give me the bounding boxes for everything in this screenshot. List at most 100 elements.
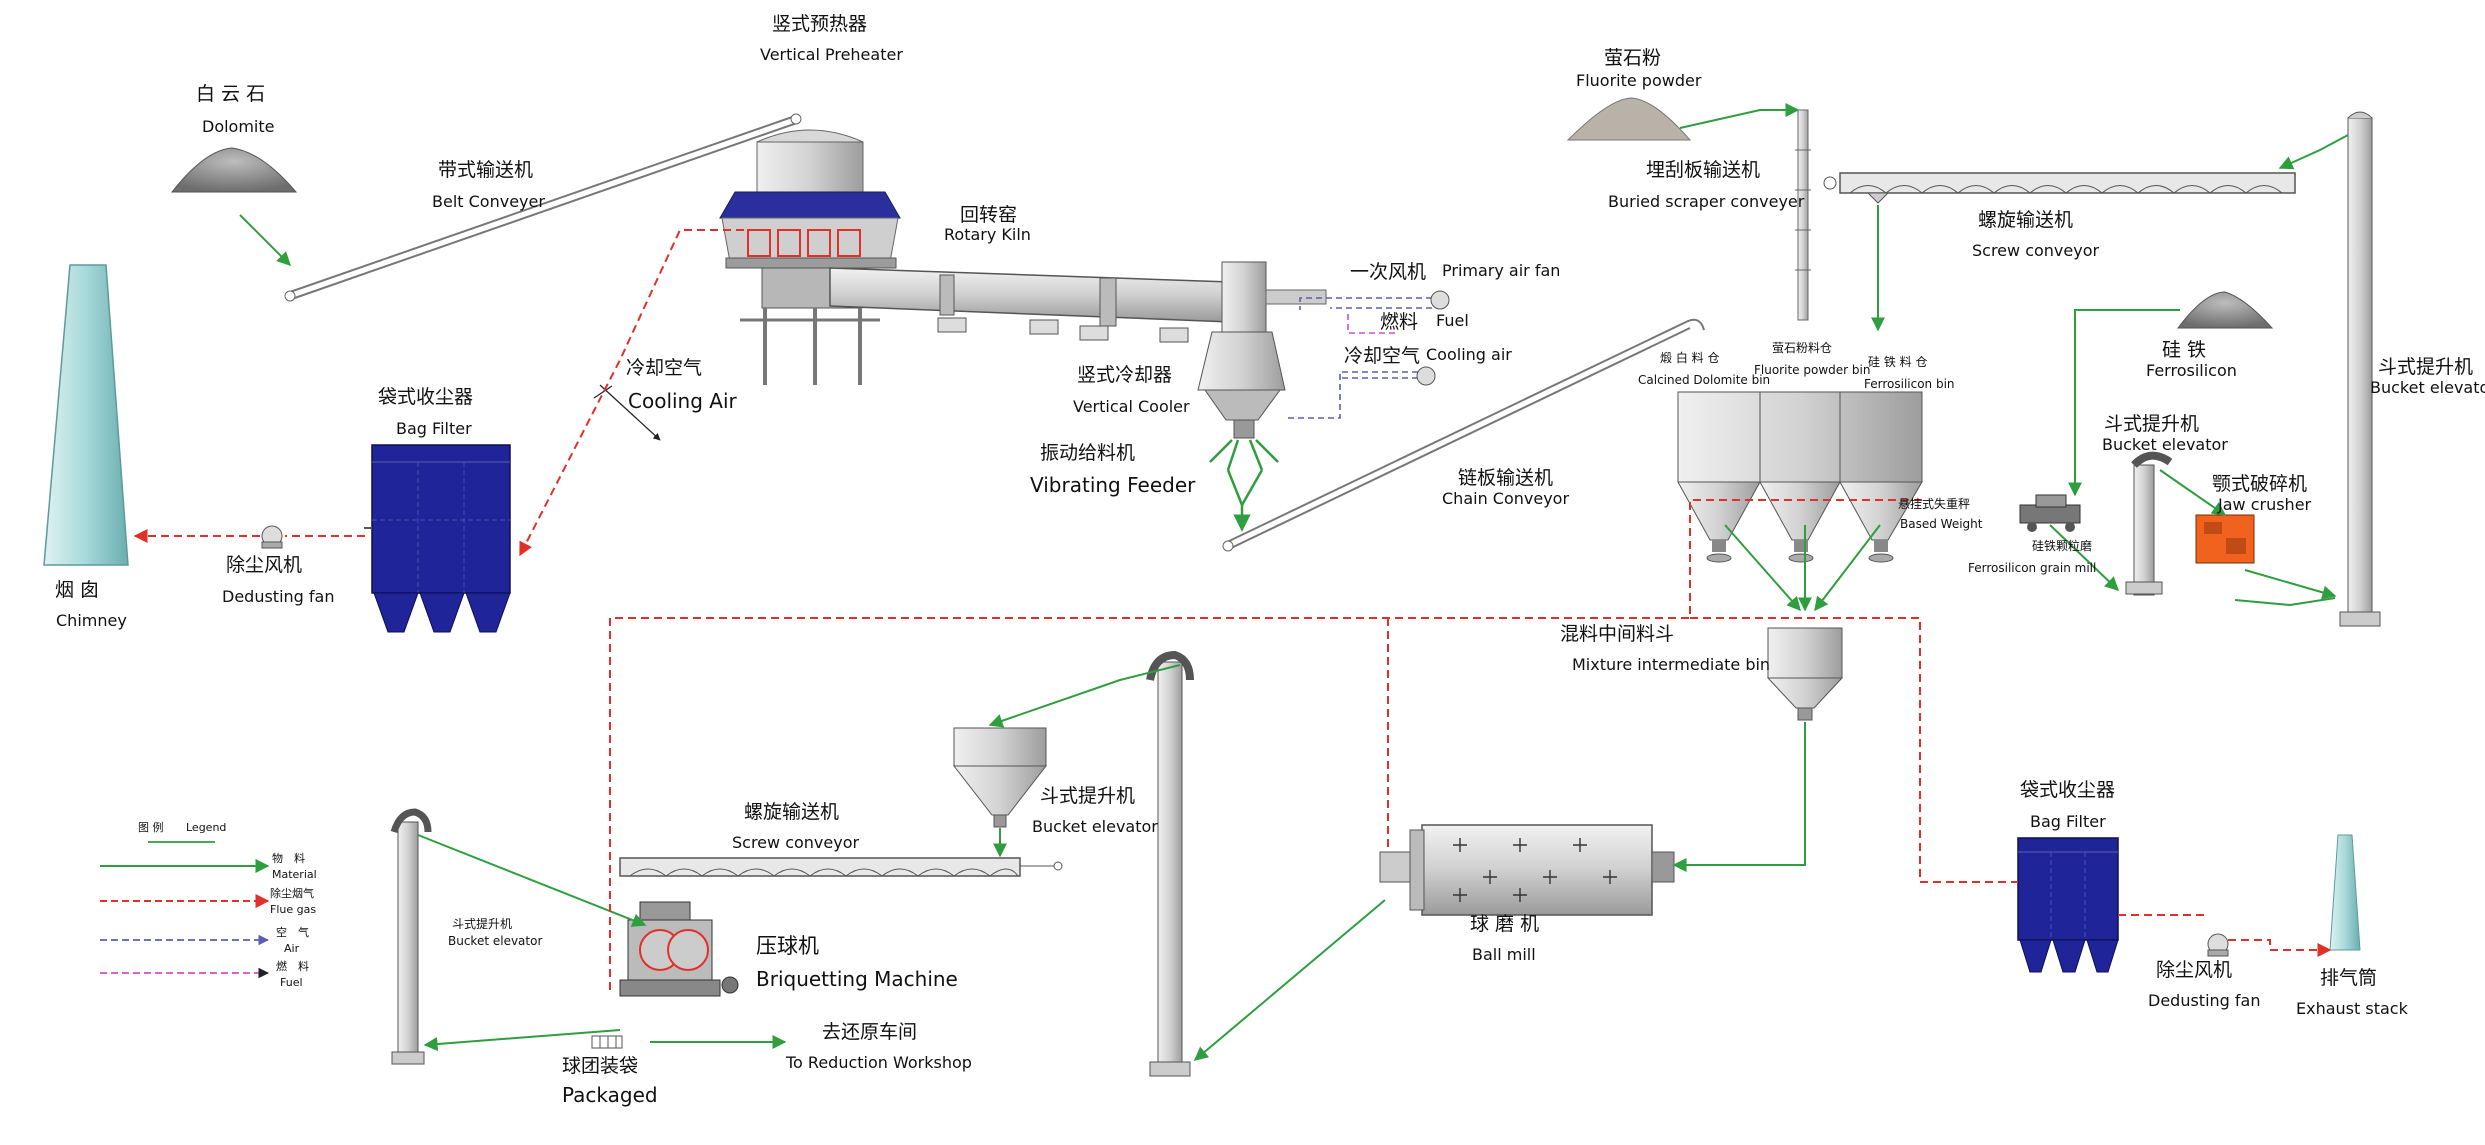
bag1-label-en: Bag Filter: [396, 419, 472, 438]
chain-conveyor: [1222, 318, 1705, 552]
belt-conveyer: [284, 113, 802, 302]
screw-conveyor-low: [619, 857, 1063, 877]
legend-lines: [100, 841, 270, 979]
grain-mill-label-en: Ferrosilicon grain mill: [1968, 561, 2097, 575]
scraper-label-en: Buried scraper conveyer: [1608, 192, 1805, 211]
fuel-label-zh: 燃料: [1380, 311, 1419, 333]
jaw-label-en: Jaw crusher: [2218, 495, 2312, 514]
dolomite-label-zh: 白 云 石: [196, 83, 266, 105]
briquetting-machine: [619, 901, 739, 997]
legend-title-zh: 图 例: [138, 821, 164, 834]
vibrating-feeder: [1209, 439, 1279, 532]
elev-mid-label-en: Bucket elevator: [2102, 435, 2228, 454]
bucket-elevator-mid: [2125, 451, 2173, 596]
belt-label-zh: 带式输送机: [438, 159, 534, 181]
legend-material-en: Material: [272, 868, 317, 881]
packaged-label-en: Packaged: [562, 1083, 658, 1107]
bucket-elevator-right: [2339, 111, 2381, 627]
ballmill-label-zh: 球 磨 机: [1470, 913, 1540, 935]
screw1-label-zh: 螺旋输送机: [1978, 209, 2074, 231]
preheater-label-zh: 竖式预热器: [772, 13, 868, 35]
exhaust-label-zh: 排气筒: [2320, 967, 2378, 989]
jaw-label-zh: 颚式破碎机: [2212, 473, 2308, 495]
exhaust-label-en: Exhaust stack: [2296, 999, 2408, 1018]
legend-air-en: Air: [284, 942, 300, 955]
legend-fuel-en: Fuel: [280, 976, 303, 989]
flue-gas-flows: [133, 229, 2332, 990]
fluorite-label-en: Fluorite powder: [1576, 71, 1702, 90]
chimney-label-en: Chimney: [56, 611, 127, 630]
fesi-bin-label-zh: 硅 铁 料 仓: [1868, 355, 1928, 369]
fesi-bin-label-en: Ferrosilicon bin: [1864, 377, 1955, 391]
primary-fan-label-en: Primary air fan: [1442, 261, 1561, 280]
chain-label-en: Chain Conveyor: [1442, 489, 1570, 508]
buried-scraper-conveyer: [1795, 109, 1811, 321]
feed-hopper: [952, 727, 1048, 828]
weight-label-en: Based Weight: [1900, 517, 1983, 531]
elev-low-label-en: Bucket elevator: [1032, 817, 1158, 836]
kiln-label-en: Rotary Kiln: [944, 225, 1031, 244]
screw2-label-zh: 螺旋输送机: [744, 801, 840, 823]
elev-left-label-zh: 斗式提升机: [452, 917, 513, 931]
elev-right-label-zh: 斗式提升机: [2378, 356, 2474, 378]
cooling-air1-label-en: Cooling Air: [628, 389, 737, 413]
bag2-label-en: Bag Filter: [2030, 812, 2106, 831]
material-flows: [239, 103, 2349, 1061]
mix-bin-label-en: Mixture intermediate bin: [1572, 655, 1771, 674]
ferrosilicon-grain-mill: [2019, 494, 2081, 532]
elev-left-label-en: Bucket elevator: [448, 934, 543, 948]
elev-low-label-zh: 斗式提升机: [1040, 785, 1136, 807]
ferrosilicon-pile: [2176, 291, 2274, 329]
legend-flue-en: Flue gas: [270, 903, 317, 916]
cooling-air2-label-en: Cooling air: [1426, 345, 1512, 364]
raw-material-bins: [1677, 391, 1923, 563]
legend-fuel-zh: 燃 料: [276, 960, 309, 973]
chain-label-zh: 链板输送机: [1458, 467, 1554, 489]
reduction-label-zh: 去还原车间: [822, 1021, 918, 1043]
bag1-label-zh: 袋式收尘器: [378, 386, 474, 408]
mixture-intermediate-bin: [1766, 627, 1844, 721]
calc-bin-label-zh: 煅 白 料 仓: [1660, 351, 1720, 365]
jaw-crusher: [2195, 514, 2255, 564]
briq-label-en: Briquetting Machine: [756, 967, 958, 991]
dedusting-fan-2: [2207, 933, 2229, 957]
fan1-label-zh: 除尘风机: [226, 554, 303, 576]
fan2-label-en: Dedusting fan: [2148, 991, 2261, 1010]
chimney: [43, 264, 129, 566]
packaged-label-zh: 球团装袋: [562, 1055, 639, 1077]
ferrosi-label-en: Ferrosilicon: [2146, 361, 2237, 380]
fuel-label-en: Fuel: [1436, 311, 1469, 330]
fluorite-pile: [1566, 97, 1692, 141]
calc-bin-label-en: Calcined Dolomite bin: [1638, 373, 1771, 387]
bag-filter-1: [364, 444, 511, 633]
air-fuel-lines: [1285, 290, 1450, 419]
feeder-label-zh: 振动给料机: [1040, 442, 1136, 464]
vertical-cooler: [1197, 261, 1327, 439]
vertical-preheater: [719, 129, 901, 385]
feeder-label-en: Vibrating Feeder: [1030, 473, 1196, 497]
primary-fan-label-zh: 一次风机: [1350, 261, 1427, 283]
fluorite-label-zh: 萤石粉: [1604, 47, 1662, 69]
dolomite-pile: [170, 147, 298, 193]
fan2-label-zh: 除尘风机: [2156, 959, 2233, 981]
ferrosi-label-zh: 硅 铁: [2162, 339, 2207, 361]
cooling-air1-label-zh: 冷却空气: [626, 357, 703, 379]
reduction-label-en: To Reduction Workshop: [786, 1053, 972, 1072]
dolomite-label-en: Dolomite: [202, 117, 275, 136]
bucket-elevator-low: [1146, 650, 1194, 1077]
legend-title-en: Legend: [186, 821, 227, 834]
bucket-elevator-left: [390, 808, 432, 1065]
grain-mill-label-zh: 硅铁颗粒磨: [2032, 539, 2093, 553]
cooling-air-arrow: [593, 384, 661, 441]
belt-label-en: Belt Conveyer: [432, 192, 545, 211]
elev-right-label-en: Bucket elevator: [2370, 378, 2485, 397]
exhaust-stack: [2329, 834, 2361, 951]
legend-flue-zh: 除尘烟气: [270, 887, 314, 900]
screw-conveyor-top: [1823, 172, 2296, 204]
legend-air-zh: 空 气: [276, 926, 309, 939]
ballmill-label-en: Ball mill: [1472, 945, 1536, 964]
fluor-bin-label-en: Fluorite powder bin: [1754, 363, 1871, 377]
mix-bin-label-zh: 混料中间料斗: [1560, 623, 1675, 645]
preheater-label-en: Vertical Preheater: [760, 45, 903, 64]
